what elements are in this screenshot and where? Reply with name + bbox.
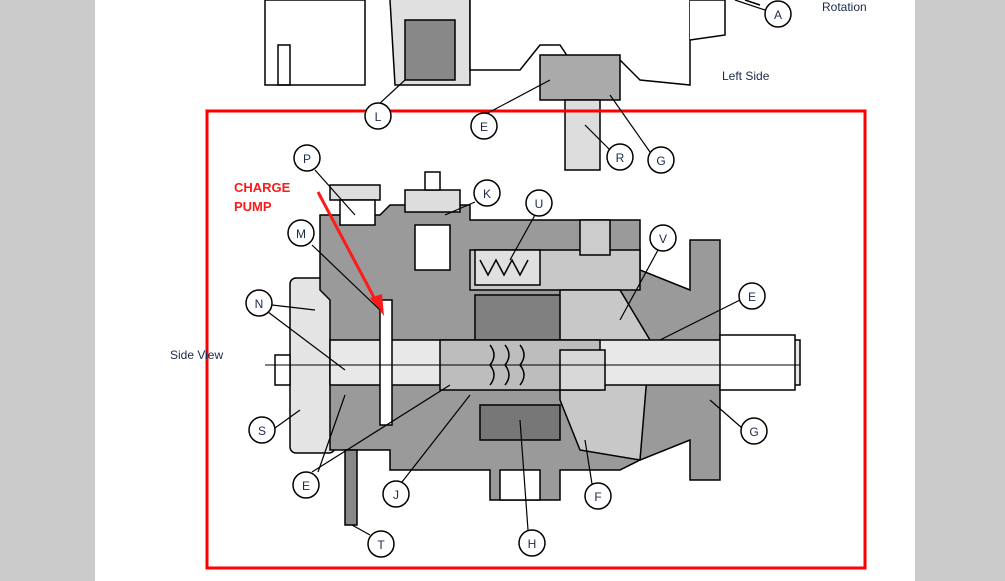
- callout-text: G: [656, 154, 665, 168]
- callout-text: G: [749, 425, 758, 439]
- callout-f: [584, 482, 612, 510]
- callout-text: R: [616, 151, 625, 165]
- rotation-label: Rotation: [822, 0, 867, 14]
- callout-text: N: [255, 297, 264, 311]
- callout-g-right: [740, 417, 768, 445]
- callout-g-top: [647, 146, 675, 174]
- callout-j: [382, 480, 410, 508]
- charge-pump-label-line2: PUMP: [234, 199, 272, 214]
- callout-text: J: [393, 488, 399, 502]
- callout-v: [649, 224, 677, 252]
- callout-k: [473, 179, 501, 207]
- callout-text: T: [377, 538, 385, 552]
- callout-e-right: [738, 282, 766, 310]
- callout-text: A: [774, 8, 782, 22]
- side-view-label: Side View: [170, 348, 223, 362]
- callout-text: P: [303, 152, 311, 166]
- callout-l: [364, 102, 392, 130]
- callout-e-bottom: [292, 471, 320, 499]
- callout-r: [606, 143, 634, 171]
- top-view-drawing: [264, 0, 761, 171]
- callout-e-top: [470, 112, 498, 140]
- callout-u: [525, 189, 553, 217]
- callout-p: [293, 144, 321, 172]
- callout-s: [248, 416, 276, 444]
- side-view-drawing: [265, 171, 801, 526]
- callout-text: H: [528, 537, 537, 551]
- callout-t: [367, 530, 395, 558]
- callout-text: E: [480, 120, 488, 134]
- callout-h: [518, 529, 546, 557]
- callout-text: U: [535, 197, 544, 211]
- left-side-label: Left Side: [722, 69, 770, 83]
- highlight-box: [205, 109, 867, 570]
- callout-text: M: [296, 227, 306, 241]
- callout-a: [764, 0, 792, 28]
- callout-text: L: [375, 110, 382, 124]
- callout-text: V: [659, 232, 667, 246]
- callout-text: F: [594, 490, 601, 504]
- charge-pump-arrow: [316, 191, 384, 316]
- callout-text: E: [302, 479, 310, 493]
- callout-text: K: [483, 187, 491, 201]
- callout-text: E: [748, 290, 756, 304]
- charge-pump-label-line1: CHARGE: [234, 180, 291, 195]
- callout-m: [287, 219, 315, 247]
- leader-lines: [267, 0, 766, 536]
- callout-text: S: [258, 424, 266, 438]
- callout-n: [245, 289, 273, 317]
